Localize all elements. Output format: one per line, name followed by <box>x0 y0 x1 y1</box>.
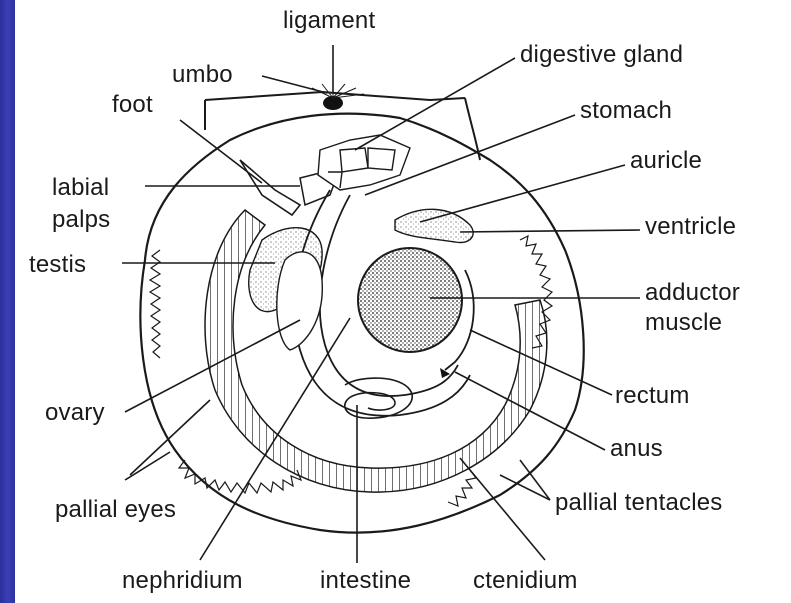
digestive-gland <box>318 135 410 190</box>
adductor-muscle-circle <box>358 248 462 352</box>
label-pallial-tentacles: pallial tentacles <box>555 490 723 516</box>
umbo-mark <box>323 96 343 110</box>
label-ovary: ovary <box>45 400 105 426</box>
ovary-region <box>277 252 323 350</box>
heart-region <box>395 209 473 242</box>
label-umbo: umbo <box>172 62 233 88</box>
label-digestive-gland: digestive gland <box>520 42 683 68</box>
label-foot: foot <box>112 92 153 118</box>
label-auricle: auricle <box>630 148 702 174</box>
label-intestine: intestine <box>320 568 411 594</box>
label-pallial-eyes: pallial eyes <box>55 497 176 523</box>
label-labial: labial <box>52 175 109 201</box>
label-stomach: stomach <box>580 98 672 124</box>
ctenidium-band <box>205 210 547 492</box>
label-nephridium: nephridium <box>122 568 243 594</box>
label-ctenidium: ctenidium <box>473 568 578 594</box>
label-adductor: adductor <box>645 280 740 306</box>
label-palps: palps <box>52 207 110 233</box>
ligament-rays <box>312 82 364 98</box>
label-ventricle: ventricle <box>645 214 736 240</box>
label-anus: anus <box>610 436 663 462</box>
label-ligament: ligament <box>283 8 375 34</box>
foot-shape <box>240 160 300 215</box>
label-rectum: rectum <box>615 383 690 409</box>
label-testis: testis <box>29 252 86 278</box>
label-muscle: muscle <box>645 310 722 336</box>
